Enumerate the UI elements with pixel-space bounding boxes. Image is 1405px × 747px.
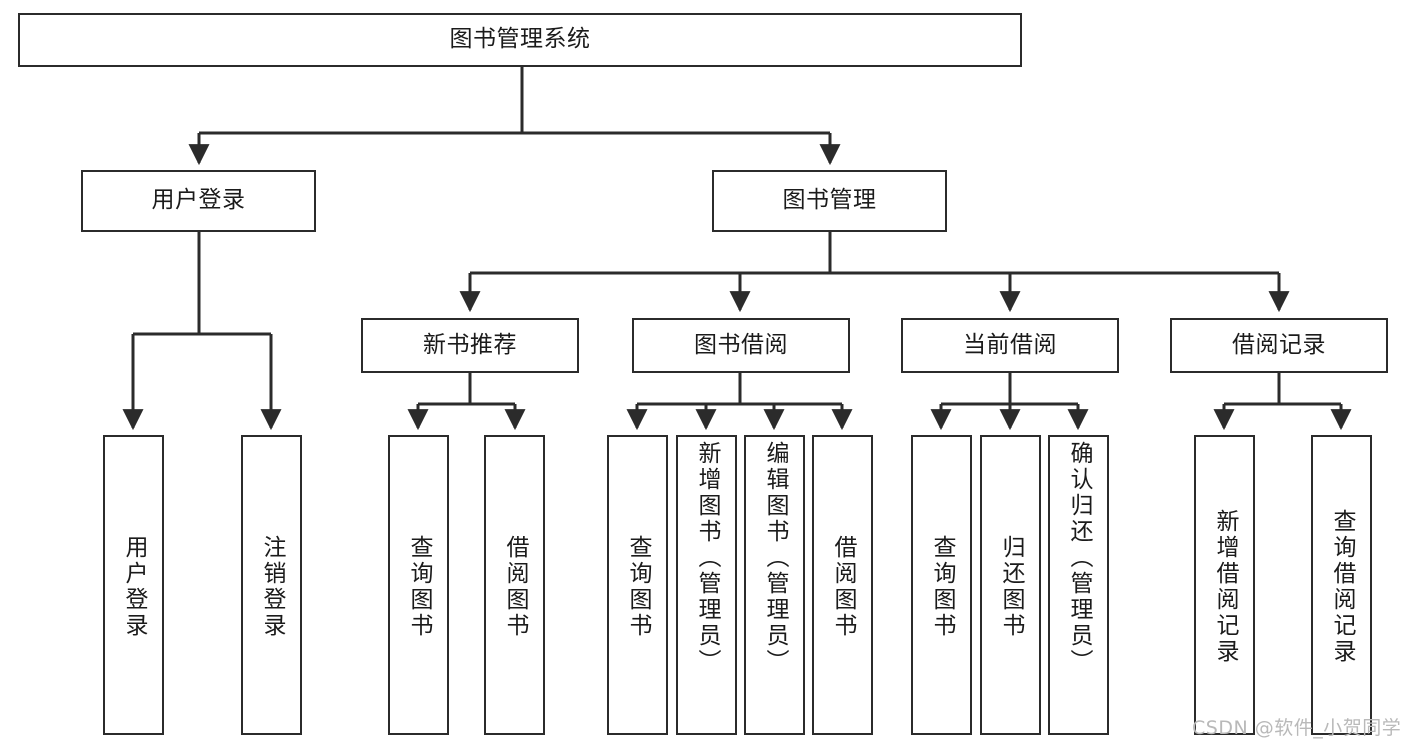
leaf-confirm-return-admin-label: 确认归还（管理员） xyxy=(1066,441,1092,675)
leaf-query-book-borrow[interactable]: 查询图书 xyxy=(607,435,668,735)
leaf-confirm-return-admin[interactable]: 确认归还（管理员） xyxy=(1048,435,1109,735)
node-new-book-recommend[interactable]: 新书推荐 xyxy=(361,318,579,373)
leaf-user-login[interactable]: 用户登录 xyxy=(103,435,164,735)
node-current-borrow[interactable]: 当前借阅 xyxy=(901,318,1119,373)
node-book-management[interactable]: 图书管理 xyxy=(712,170,947,232)
leaf-logout-label: 注销登录 xyxy=(259,535,285,639)
node-current-borrow-label: 当前借阅 xyxy=(963,331,1057,358)
leaf-borrow-book-new-label: 借阅图书 xyxy=(502,535,528,639)
node-user-login-label: 用户登录 xyxy=(151,187,246,214)
leaf-add-borrow-record[interactable]: 新增借阅记录 xyxy=(1194,435,1255,735)
leaf-user-login-label: 用户登录 xyxy=(121,535,147,639)
node-root[interactable]: 图书管理系统 xyxy=(18,13,1022,67)
node-borrow-record-label: 借阅记录 xyxy=(1232,331,1326,358)
node-book-management-label: 图书管理 xyxy=(782,187,877,214)
leaf-logout[interactable]: 注销登录 xyxy=(241,435,302,735)
leaf-query-book-borrow-label: 查询图书 xyxy=(625,535,651,639)
node-book-borrow[interactable]: 图书借阅 xyxy=(632,318,850,373)
node-new-book-recommend-label: 新书推荐 xyxy=(423,331,517,358)
csdn-watermark: CSDN @软件_小贺同学 xyxy=(1192,717,1402,739)
leaf-query-book-current[interactable]: 查询图书 xyxy=(911,435,972,735)
leaf-query-borrow-record[interactable]: 查询借阅记录 xyxy=(1311,435,1372,735)
leaf-query-book-new-label: 查询图书 xyxy=(406,535,432,639)
leaf-edit-book-admin-label: 编辑图书（管理员） xyxy=(762,441,788,675)
node-root-label: 图书管理系统 xyxy=(449,26,591,53)
leaf-borrow-book-label: 借阅图书 xyxy=(830,535,856,639)
node-borrow-record[interactable]: 借阅记录 xyxy=(1170,318,1388,373)
leaf-query-book-new[interactable]: 查询图书 xyxy=(388,435,449,735)
node-book-borrow-label: 图书借阅 xyxy=(694,331,788,358)
leaf-add-borrow-record-label: 新增借阅记录 xyxy=(1212,509,1238,665)
leaf-borrow-book-new[interactable]: 借阅图书 xyxy=(484,435,545,735)
leaf-edit-book-admin[interactable]: 编辑图书（管理员） xyxy=(744,435,805,735)
leaf-query-book-current-label: 查询图书 xyxy=(929,535,955,639)
node-user-login[interactable]: 用户登录 xyxy=(81,170,316,232)
leaf-borrow-book[interactable]: 借阅图书 xyxy=(812,435,873,735)
leaf-add-book-admin-label: 新增图书（管理员） xyxy=(694,441,720,675)
leaf-add-book-admin[interactable]: 新增图书（管理员） xyxy=(676,435,737,735)
leaf-return-book[interactable]: 归还图书 xyxy=(980,435,1041,735)
leaf-query-borrow-record-label: 查询借阅记录 xyxy=(1329,509,1355,665)
leaf-return-book-label: 归还图书 xyxy=(998,535,1024,639)
